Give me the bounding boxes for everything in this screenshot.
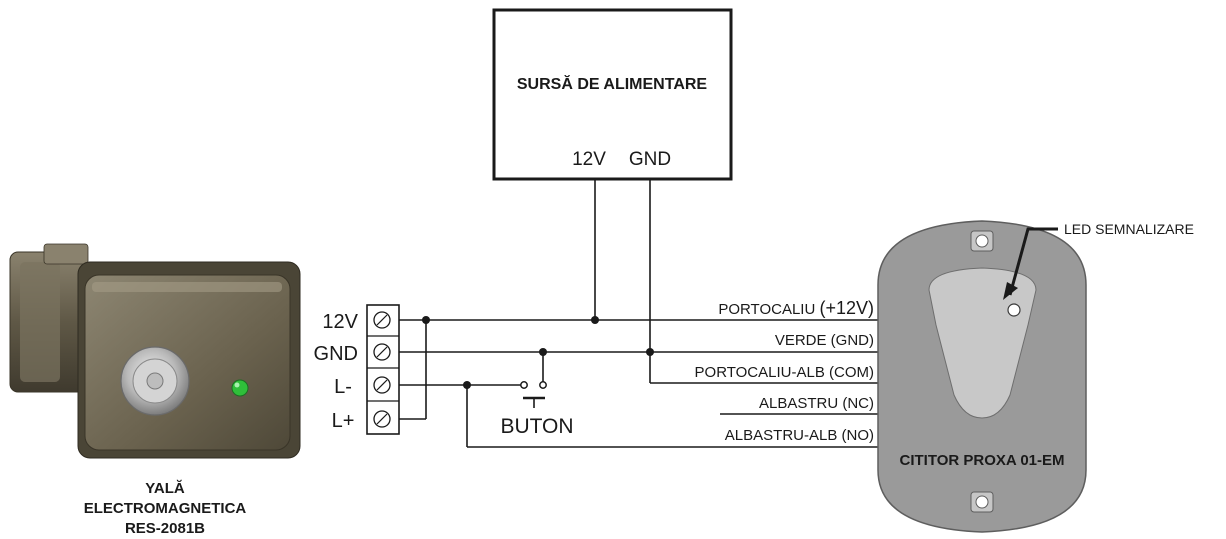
power-supply: SURSĂ DE ALIMENTARE 12V GND [492,8,733,181]
card-reader: CITITOR PROXA 01-EM [877,220,1087,533]
led-callout-label: LED SEMNALIZARE [1064,221,1194,237]
power-supply-box [492,8,733,181]
junction-dot [463,381,471,389]
junction-dot [646,348,654,356]
terminal-screw-l-plus [373,410,391,428]
terminal-screw-12v [367,311,399,337]
button-contact-right [539,381,547,389]
psu-terminal-gnd: GND [629,149,671,170]
junction-dot [422,316,430,324]
power-supply-title: SURSĂ DE ALIMENTARE [517,74,708,93]
reader-led [1007,303,1021,317]
push-button: BUTON [500,381,574,438]
terminal-label-l-minus: L- [334,376,352,398]
terminal-label-l-plus: L+ [332,410,355,432]
terminal-label-12v: 12V [322,311,358,333]
lock-caption-line2: ELECTROMAGNETICA [84,500,247,517]
wire-label-blue: ALBASTRU (NC) [759,395,874,412]
lock-front [84,274,291,451]
led-callout-arrowhead [1003,282,1018,300]
psu-terminal-12v: 12V [572,149,606,170]
lock-caption-line1: YALĂ [145,480,185,497]
button-contact-left [520,381,528,389]
terminal-screw-l-minus [367,376,399,402]
led-callout: LED SEMNALIZARE [1003,221,1194,300]
terminal-label-gnd: GND [314,343,358,365]
electromagnetic-lock: YALĂ ELECTROMAGNETICA RES-2081B [9,243,301,537]
wire-labels: PORTOCALIU (+12V) VERDE (GND) PORTOCALIU… [695,298,874,444]
junction-dot [591,316,599,324]
button-label: BUTON [500,415,573,438]
wire-label-orange: PORTOCALIU (+12V) [718,298,874,318]
terminal-block: 12V GND L- L+ [314,304,400,435]
wire-label-blue-white: ALBASTRU-ALB (NO) [725,427,874,444]
junction-dot [539,348,547,356]
lock-caption-line3: RES-2081B [125,520,205,537]
terminal-screw-gnd [367,343,399,369]
led-callout-line [1008,227,1058,296]
reader-title: CITITOR PROXA 01-EM [899,452,1064,469]
wire-label-green: VERDE (GND) [775,332,874,349]
wires [398,180,878,448]
lock-led [231,379,249,397]
wire-label-orange-white: PORTOCALIU-ALB (COM) [695,364,874,381]
